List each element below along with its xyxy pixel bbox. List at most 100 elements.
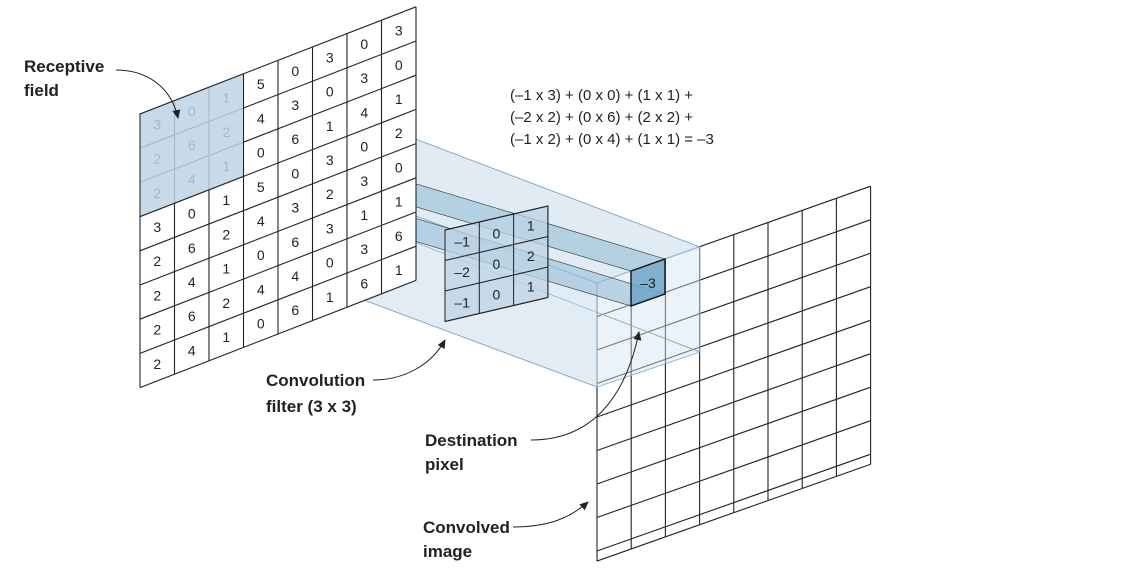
- convolution-filter-label-line1: Convolution: [266, 371, 365, 390]
- input-cell-value: 0: [395, 57, 403, 73]
- convolved-image-label-line2: image: [423, 542, 472, 561]
- input-cell-value: 2: [222, 226, 230, 242]
- input-cell-value: 6: [291, 302, 299, 318]
- input-cell-value: 0: [291, 165, 299, 181]
- filter-cell-value: 1: [527, 217, 535, 233]
- filter-grid-line: [444, 205, 549, 231]
- input-cell-value: 2: [326, 186, 334, 202]
- input-grid-line: [139, 177, 417, 286]
- output-grid-line: [596, 319, 871, 418]
- input-cell-value: 1: [326, 118, 334, 134]
- input-cell-value: 4: [257, 281, 265, 297]
- receptive-field-arrow: [115, 69, 181, 119]
- convolved-image-label-line1: Convolved: [423, 518, 510, 537]
- input-cell-value: 3: [153, 219, 161, 235]
- formula-line2: (–2 x 2) + (0 x 6) + (2 x 2) +: [510, 109, 693, 126]
- input-cell-value: 3: [326, 152, 334, 168]
- input-cell-value: 2: [222, 295, 230, 311]
- input-cell-value: 1: [395, 194, 403, 210]
- filter-grid-line: [444, 297, 549, 322]
- input-cell-value: 6: [291, 131, 299, 147]
- filter-grid-line: [444, 236, 549, 261]
- input-cell-value: 0: [326, 255, 334, 271]
- input-cell-value: 0: [291, 63, 299, 79]
- output-grid-line: [596, 463, 871, 562]
- input-cell-value: 3: [360, 70, 368, 86]
- filter-cell-value: 0: [493, 225, 501, 241]
- input-cell-value: 4: [360, 104, 368, 120]
- filter-cell-value: 0: [493, 286, 501, 302]
- filter-cell-value: 1: [527, 278, 535, 294]
- input-cell-value: 1: [326, 289, 334, 305]
- input-grid-line: [139, 245, 417, 354]
- formula-line1: (–1 x 3) + (0 x 0) + (1 x 1) +: [510, 87, 693, 104]
- input-cell-value: 0: [257, 247, 265, 263]
- input-cell-value: 4: [188, 274, 196, 290]
- destination-pixel-cell: [630, 258, 666, 307]
- input-cell-value: 5: [257, 76, 265, 92]
- input-cell-value: 4: [257, 213, 265, 229]
- input-cell-value: 1: [360, 207, 368, 223]
- filter-grid-line: [444, 266, 549, 292]
- input-cell-value: 0: [257, 316, 265, 332]
- receptive-field-highlight: [139, 73, 244, 218]
- filter-cell-value: 2: [527, 248, 535, 264]
- filter-cell-value: –1: [454, 294, 470, 310]
- input-cell-value: 1: [222, 261, 230, 277]
- convolution-filter-arrow: [372, 339, 446, 381]
- input-cell-value: 4: [257, 110, 265, 126]
- input-cell-value: 4: [291, 268, 299, 284]
- receptive-field-label-line2: field: [24, 81, 59, 100]
- input-cell-value: 2: [153, 322, 161, 338]
- input-cell-value: 1: [222, 192, 230, 208]
- output-grid-line: [596, 353, 871, 452]
- input-cell-value: 6: [188, 240, 196, 256]
- input-cell-value: 2: [153, 356, 161, 372]
- input-cell-value: 3: [326, 220, 334, 236]
- input-cell-value: 4: [188, 342, 196, 358]
- input-cell-value: 3: [395, 23, 403, 39]
- input-grid-line: [139, 211, 417, 320]
- input-cell-value: 0: [188, 206, 196, 222]
- input-cell-value: 3: [360, 173, 368, 189]
- input-cell-value: 0: [395, 159, 403, 175]
- input-cell-value: 3: [291, 97, 299, 113]
- input-cell-value: 0: [326, 84, 334, 100]
- input-cell-value: 1: [395, 262, 403, 278]
- filter-cell-value: 0: [493, 256, 501, 272]
- convolved-image-arrow: [512, 501, 589, 528]
- input-cell-value: 1: [222, 329, 230, 345]
- input-cell-value: 0: [360, 139, 368, 155]
- output-grid-line: [596, 252, 871, 351]
- input-cell-value: 2: [153, 253, 161, 269]
- input-cell-value: 2: [153, 287, 161, 303]
- input-grid-line: [139, 279, 417, 389]
- destination-pixel-label-line2: pixel: [425, 455, 464, 474]
- input-cell-value: 6: [395, 228, 403, 244]
- input-cell-value: 0: [360, 36, 368, 52]
- output-grid-line: [596, 420, 871, 519]
- input-grid-line: [139, 143, 417, 252]
- input-cell-value: 3: [291, 200, 299, 216]
- convolution-filter-grid: –1 0 1 –2 0 2 –1 0 1: [444, 205, 549, 323]
- destination-pixel-value: –3: [640, 275, 656, 291]
- destination-pixel-label-line1: Destination: [425, 431, 518, 450]
- input-cell-value: 3: [326, 49, 334, 65]
- formula-line3: (–1 x 2) + (0 x 4) + (1 x 1) = –3: [510, 131, 714, 148]
- convolution-filter-label-line2: filter (3 x 3): [266, 397, 357, 416]
- input-cell-value: 1: [395, 91, 403, 107]
- filter-cell-value: –1: [454, 233, 470, 249]
- input-cell-value: 6: [291, 234, 299, 250]
- receptive-field-label-line1: Receptive: [24, 57, 104, 76]
- input-cell-value: 2: [395, 125, 403, 141]
- input-cell-value: 0: [257, 145, 265, 161]
- destination-pixel: –3: [630, 258, 666, 307]
- output-grid-line: [596, 286, 871, 385]
- receptive-field-area: [139, 73, 244, 218]
- output-grid-line: [596, 453, 871, 552]
- input-cell-value: 6: [360, 275, 368, 291]
- output-grid-line: [596, 386, 871, 485]
- filter-cell-value: –2: [454, 264, 470, 280]
- input-cell-value: 5: [257, 179, 265, 195]
